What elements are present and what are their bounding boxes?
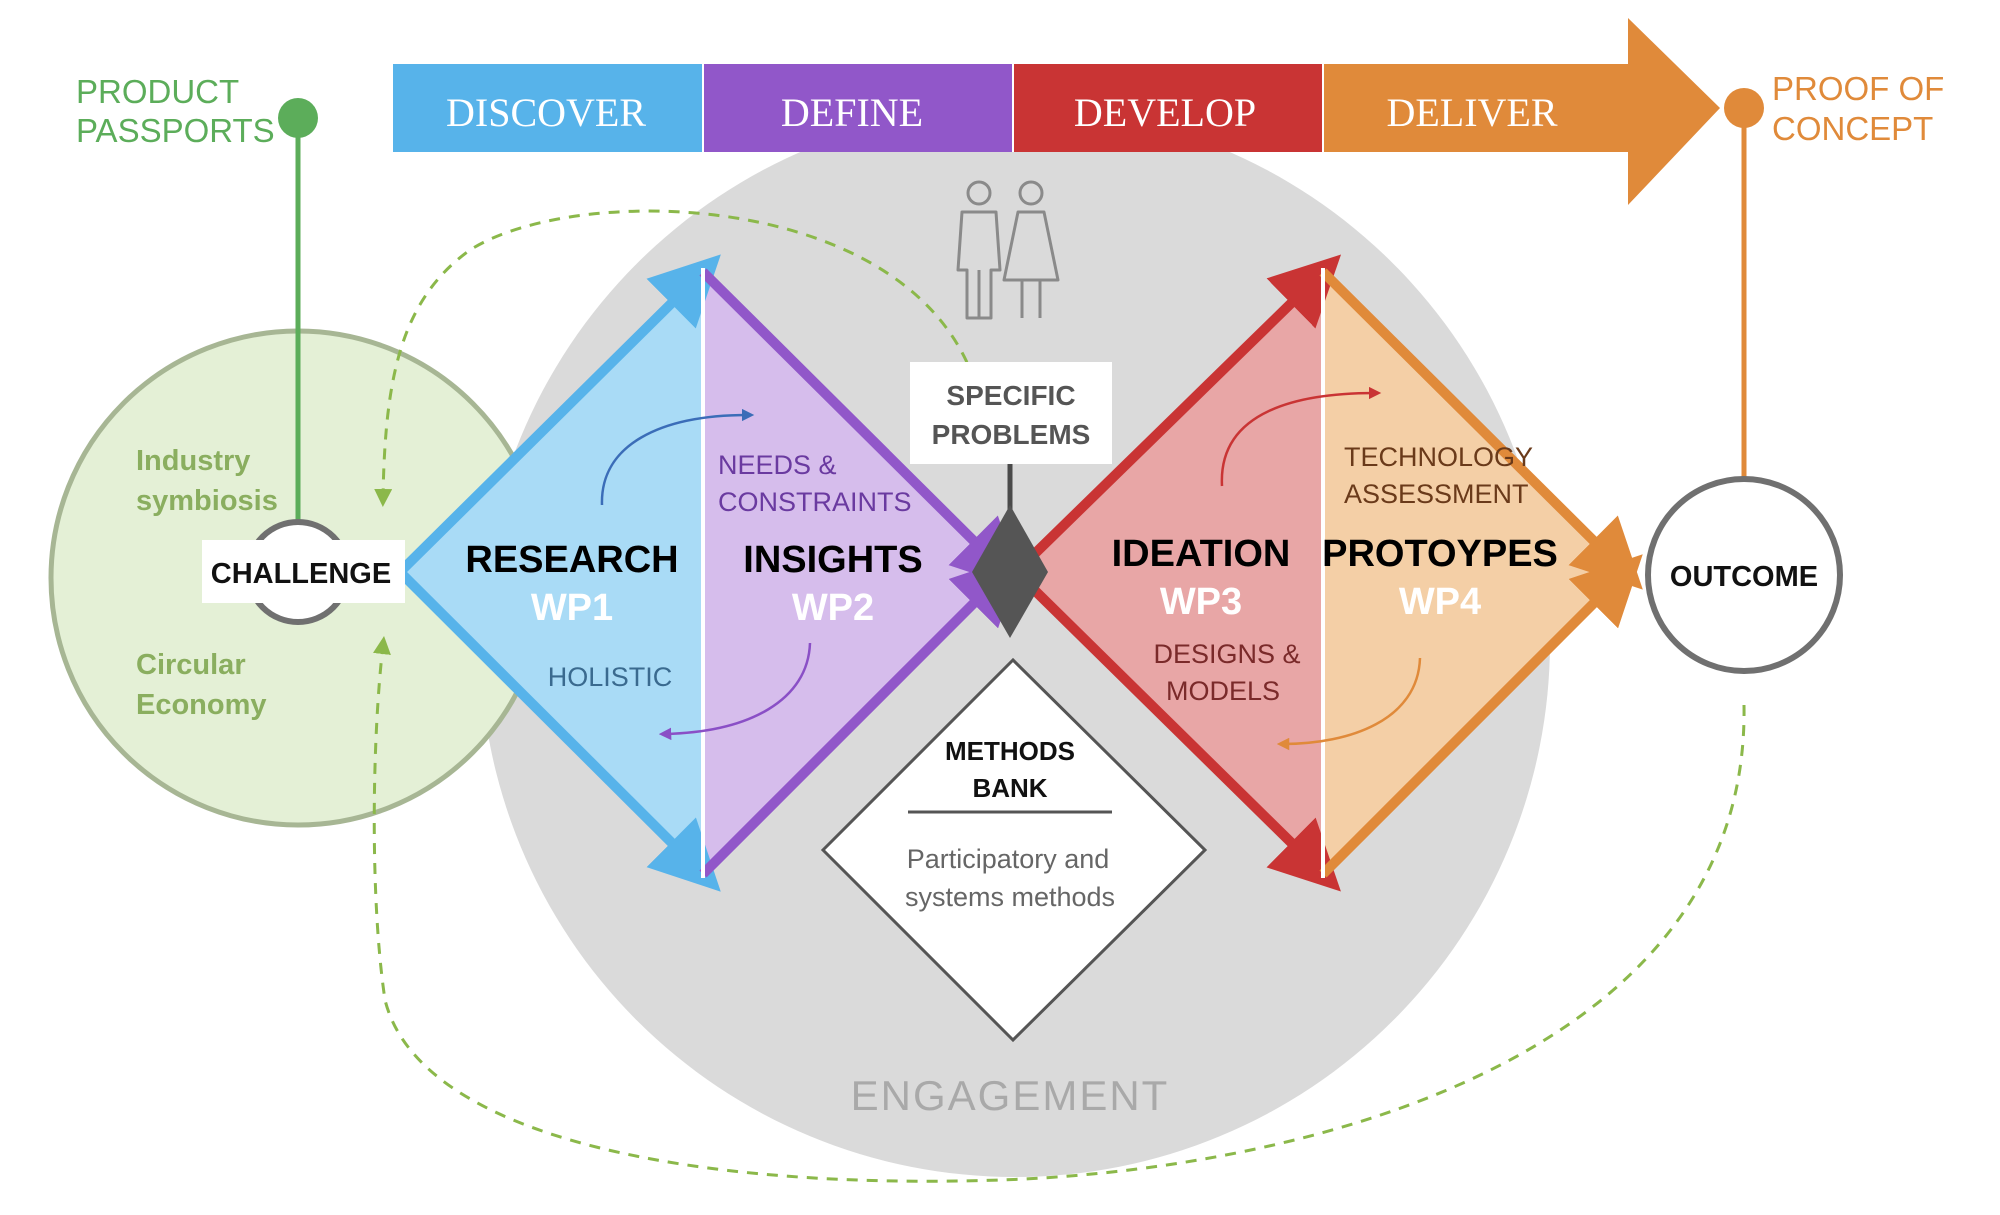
technology-assessment-label-2: ASSESSMENT	[1344, 479, 1529, 509]
research-diamond-half	[400, 272, 703, 874]
circular-economy-label-1: Circular	[136, 649, 246, 681]
research-arrow-up	[600, 408, 755, 506]
prototypes-arrow-down	[1276, 657, 1422, 751]
insights-arrow-down	[658, 642, 812, 741]
specific-problems-box	[910, 362, 1112, 464]
outcome-node	[1645, 476, 1843, 674]
challenge-label: CHALLENGE	[211, 558, 391, 590]
research-label: RESEARCH	[465, 539, 678, 581]
ideation-label: IDEATION	[1112, 533, 1291, 575]
designs-models-label-2: MODELS	[1166, 676, 1280, 706]
technology-assessment-label-1: TECHNOLOGY	[1344, 442, 1533, 472]
wp1-label: WP1	[531, 587, 613, 629]
ideation-diamond-half	[1016, 272, 1323, 874]
phase-develop	[1013, 64, 1323, 152]
industry-symbiosis-label-2: symbiosis	[136, 485, 278, 517]
needs-constraints-label-2: CONSTRAINTS	[718, 487, 912, 517]
circular-economy-label-2: Economy	[136, 689, 267, 721]
participatory-label-2: systems methods	[905, 882, 1115, 912]
product-passports-label-1: PRODUCT	[76, 73, 239, 110]
outcome-label: OUTCOME	[1670, 561, 1818, 593]
product-passports-label-2: PASSPORTS	[76, 112, 275, 149]
industry-symbiosis-label-1: Industry	[136, 445, 250, 477]
methods-bank-label-2: BANK	[972, 773, 1047, 803]
specific-problems-label-1: SPECIFIC	[946, 380, 1075, 411]
phase-bar: DISCOVER DEFINE DEVELOP DELIVER	[393, 18, 1720, 205]
people-icon	[956, 180, 1060, 320]
engagement-label: ENGAGEMENT	[851, 1072, 1170, 1119]
holistic-label: HOLISTIC	[548, 662, 673, 692]
feedback-loop-bottom	[372, 636, 1746, 1183]
participatory-label-1: Participatory and	[907, 844, 1110, 874]
specific-problems-label-2: PROBLEMS	[932, 419, 1091, 450]
challenge-label-box	[202, 540, 405, 603]
proof-of-concept-label-1: PROOF OF	[1772, 70, 1944, 107]
phase-deliver-label: DELIVER	[1386, 90, 1557, 135]
phase-discover	[393, 64, 703, 152]
prototypes-label: PROTOYPES	[1322, 533, 1558, 575]
insights-diamond-half	[703, 272, 1005, 874]
phase-define-label: DEFINE	[781, 90, 923, 135]
insights-label: INSIGHTS	[743, 539, 922, 581]
wp2-label: WP2	[792, 587, 874, 629]
designs-models-label-1: DESIGNS &	[1153, 639, 1300, 669]
connector-diamond	[972, 505, 1048, 638]
proof-of-concept-label-2: CONCEPT	[1772, 110, 1933, 147]
phase-deliver	[1323, 18, 1720, 205]
wp4-label: WP4	[1399, 581, 1481, 623]
methods-bank-label-1: METHODS	[945, 736, 1075, 766]
wp3-label: WP3	[1160, 581, 1242, 623]
needs-constraints-label-1: NEEDS &	[718, 450, 837, 480]
phase-define	[703, 64, 1013, 152]
feedback-loop-top	[374, 209, 982, 507]
phase-develop-label: DEVELOP	[1074, 90, 1256, 135]
prototypes-diamond-half	[1323, 272, 1625, 874]
phase-discover-label: DISCOVER	[446, 90, 646, 135]
methods-bank-diamond	[820, 657, 1208, 1043]
ideation-arrow-up	[1220, 386, 1382, 487]
